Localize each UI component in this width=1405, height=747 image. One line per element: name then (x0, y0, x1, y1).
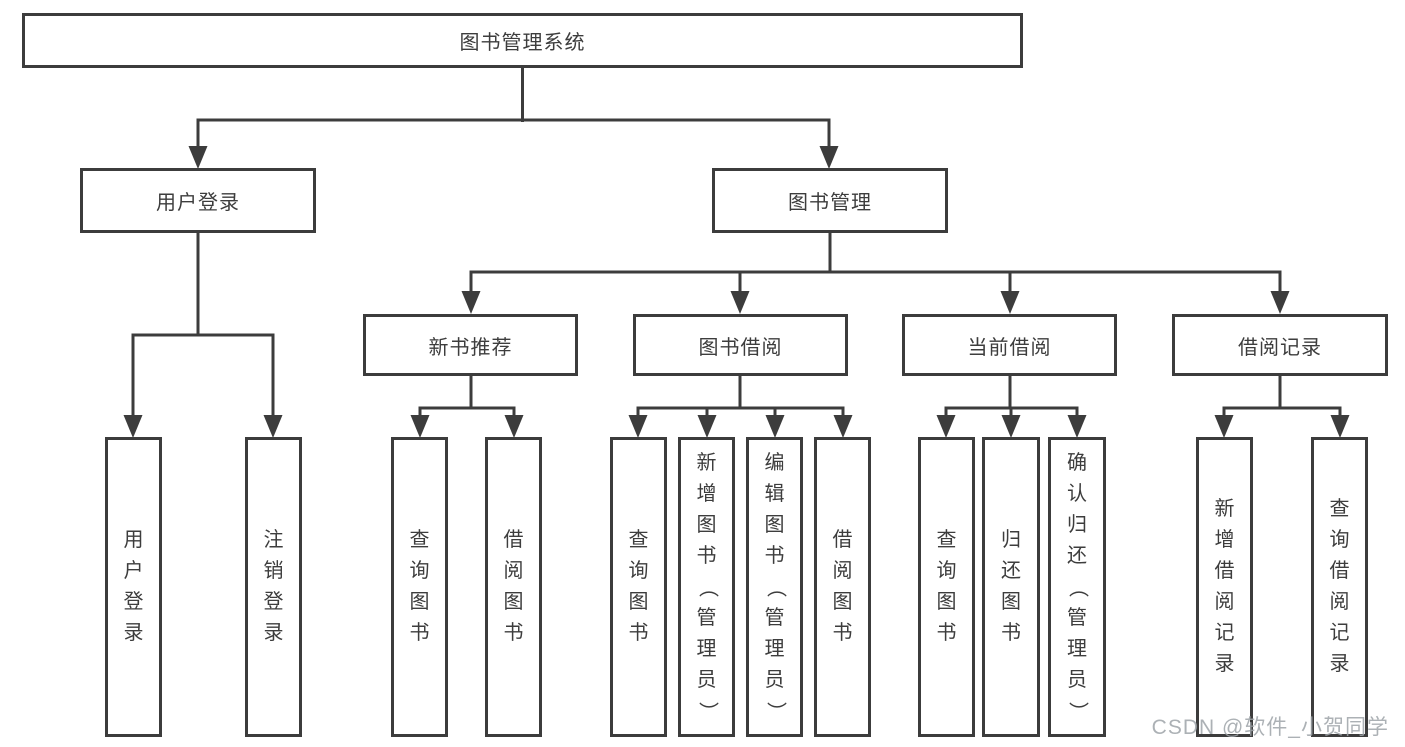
node-label: 图书管理系统 (459, 32, 586, 54)
node-label: 借阅记录 (1238, 336, 1322, 359)
leaf-return-books: 归还图书 (982, 437, 1040, 737)
leaf-query-books-current: 查询图书 (918, 437, 975, 737)
leaf-user-login: 用户登录 (105, 437, 162, 737)
node-current-borrowing: 当前借阅 (902, 314, 1117, 376)
leaf-add-books-admin: 新增图书（管理员） (678, 437, 735, 737)
leaf-label: 确认归还（管理员） (1066, 451, 1089, 722)
connector-stems (131, 68, 1342, 419)
leaf-label: 查询图书 (409, 529, 430, 644)
leaf-label: 新增借阅记录 (1214, 498, 1235, 675)
leaf-query-borrow-record: 查询借阅记录 (1311, 437, 1368, 737)
node-label: 当前借阅 (967, 336, 1052, 359)
leaf-logout: 注销登录 (245, 437, 302, 737)
leaf-label: 查询图书 (628, 529, 649, 644)
leaf-label: 用户登录 (123, 529, 144, 644)
leaf-label: 新增图书（管理员） (696, 451, 718, 722)
node-library-management-system: 图书管理系统 (22, 13, 1023, 68)
leaf-query-books-recommend: 查询图书 (391, 437, 448, 737)
leaf-label: 借阅图书 (832, 529, 853, 644)
leaf-label: 借阅图书 (503, 529, 524, 644)
node-new-book-recommendation: 新书推荐 (363, 314, 578, 376)
leaf-label: 归还图书 (1001, 529, 1021, 644)
node-label: 图书管理 (788, 192, 872, 214)
node-label: 图书借阅 (698, 336, 783, 359)
leaf-confirm-return-admin: 确认归还（管理员） (1048, 437, 1106, 737)
leaf-label: 编辑图书（管理员） (764, 451, 786, 722)
node-book-borrowing: 图书借阅 (633, 314, 848, 376)
node-book-management: 图书管理 (712, 168, 948, 233)
leaf-query-books-borrow: 查询图书 (610, 437, 667, 737)
leaf-label: 查询图书 (936, 529, 957, 644)
leaf-label: 查询借阅记录 (1329, 498, 1350, 675)
leaf-borrow-books-recommend: 借阅图书 (485, 437, 542, 737)
node-user-login: 用户登录 (80, 168, 316, 233)
node-label: 新书推荐 (428, 336, 513, 359)
leaf-label: 注销登录 (263, 529, 284, 644)
leaf-borrow-books: 借阅图书 (814, 437, 871, 737)
leaf-add-borrow-record: 新增借阅记录 (1196, 437, 1253, 737)
node-borrowing-records: 借阅记录 (1172, 314, 1388, 376)
csdn-watermark: CSDN @软件_小贺同学 (1151, 716, 1389, 739)
node-label: 用户登录 (156, 192, 240, 214)
leaf-edit-books-admin: 编辑图书（管理员） (746, 437, 803, 737)
